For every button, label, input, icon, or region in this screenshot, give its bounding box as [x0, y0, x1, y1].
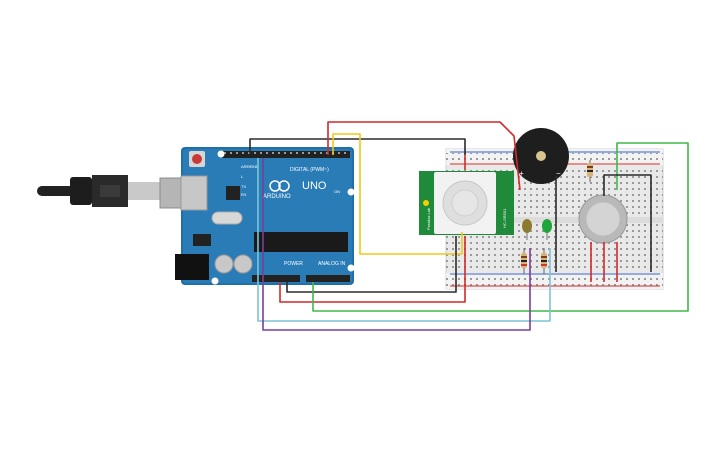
led-yellow[interactable]	[522, 219, 532, 240]
gnd-label: GND	[250, 164, 259, 169]
piezo-buzzer-icon[interactable]: + −	[513, 128, 569, 184]
capacitor-1	[214, 254, 234, 274]
rx-label: RX	[241, 192, 247, 197]
analog-header	[306, 275, 350, 282]
capacitor-2	[233, 254, 253, 274]
l-label: L	[241, 174, 244, 179]
icsp-chip	[226, 186, 240, 200]
led-green[interactable]	[542, 219, 552, 240]
gas-sensor-icon[interactable]	[578, 194, 628, 244]
on-label: ON	[334, 189, 340, 194]
digital-label: DIGITAL (PWM~)	[290, 167, 329, 173]
resistor-2[interactable]	[541, 248, 547, 274]
arduino-brand-text: ARDUINO	[263, 194, 291, 200]
wire-blue[interactable]	[257, 158, 551, 322]
usb-jack	[180, 175, 208, 211]
wire-green[interactable]	[312, 142, 689, 312]
pir-sensor[interactable]: HC-SR501 Parallax Lab	[419, 171, 514, 235]
uno-logo-text: UNO	[302, 180, 327, 192]
power-jack	[175, 254, 209, 280]
arduino-infinity-icon	[269, 180, 281, 192]
wire-red-power[interactable]	[279, 236, 466, 303]
crystal	[211, 211, 243, 225]
resistor-3[interactable]	[587, 160, 593, 182]
svg-text:+: +	[519, 169, 524, 178]
resistor-1[interactable]	[521, 248, 527, 274]
voltage-regulator	[193, 234, 211, 246]
svg-text:−: −	[556, 169, 561, 178]
analog-label: ANALOG IN	[318, 261, 346, 267]
pir-bottom-text: Parallax Lab	[426, 207, 431, 230]
tx-label: TX	[241, 184, 246, 189]
wire-black-gas[interactable]	[603, 174, 652, 272]
wire-yellow[interactable]	[332, 133, 463, 255]
wire-red-top[interactable]	[327, 121, 521, 191]
aref-label: AREF	[241, 164, 252, 169]
atmega-chip	[254, 232, 348, 252]
wire-black-power[interactable]	[286, 236, 457, 293]
wire-purple[interactable]	[262, 158, 531, 331]
power-header	[252, 275, 300, 282]
power-label: POWER	[284, 261, 303, 267]
wire-black-top[interactable]	[249, 138, 466, 155]
pir-potentiometer[interactable]	[423, 200, 429, 206]
pir-side-text: HC-SR501	[502, 208, 507, 228]
arduino-uno-board[interactable]: UNO ARDUINO DIGITAL (PWM~) POWER ANALOG …	[175, 147, 355, 285]
